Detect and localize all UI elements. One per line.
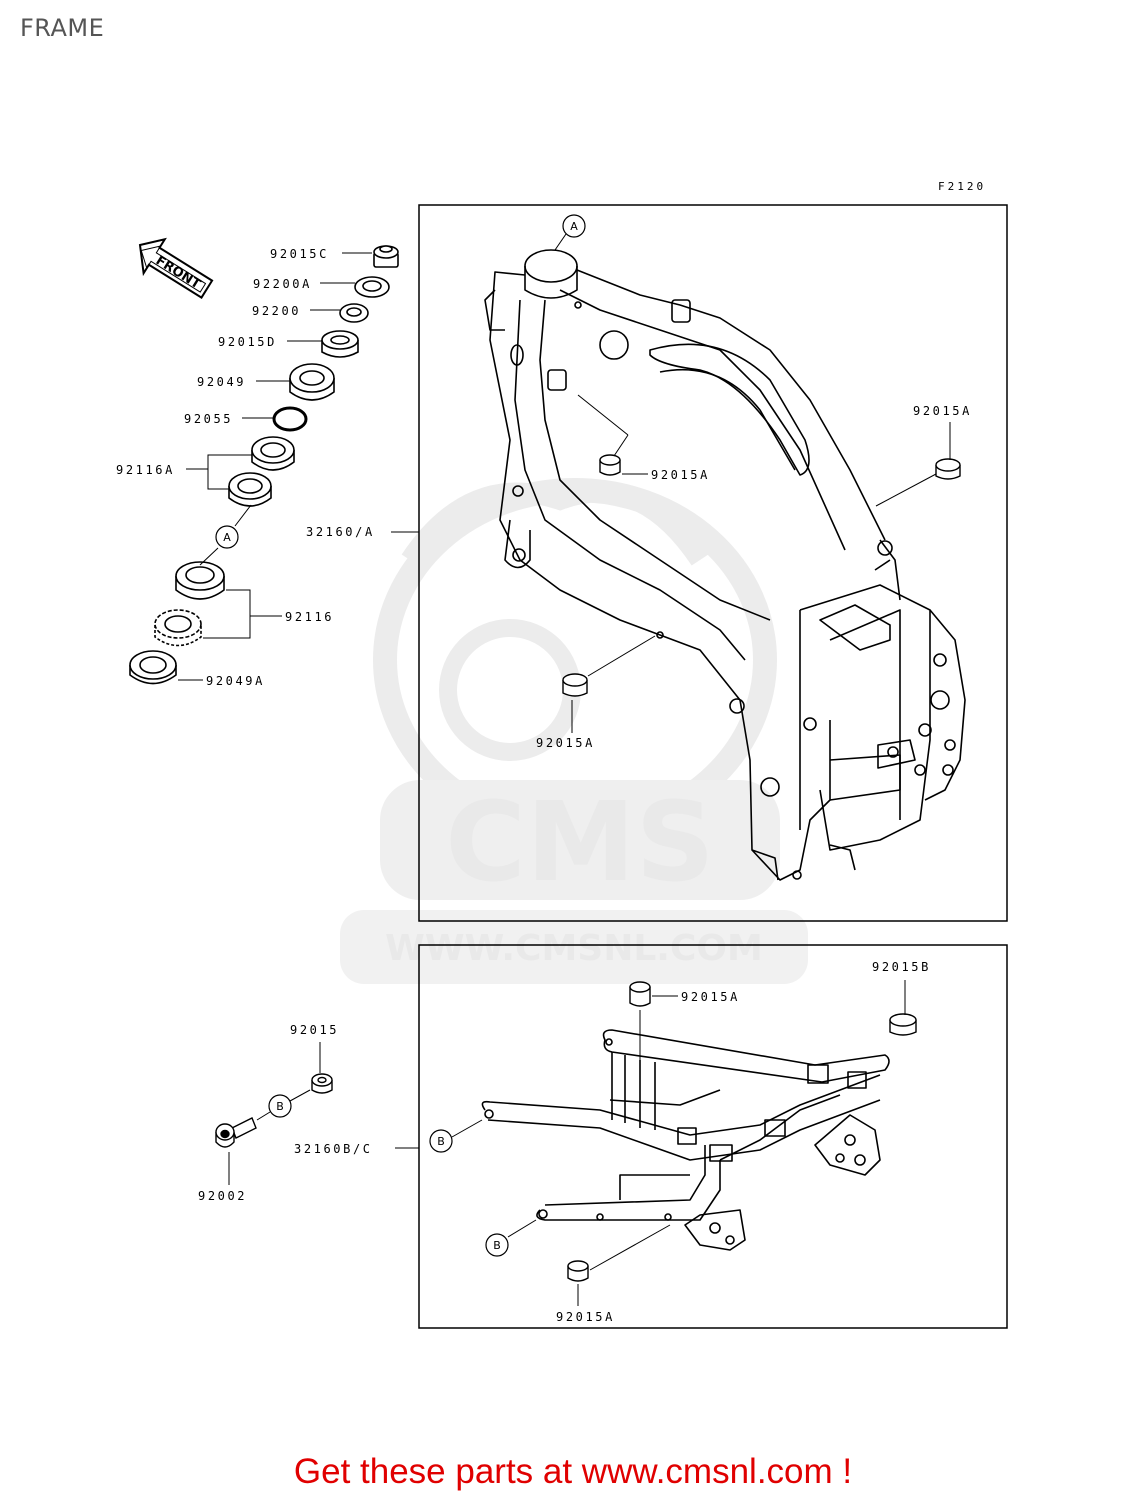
oil-seal-92049: [289, 363, 335, 401]
main-frame-box: [418, 204, 1008, 922]
part-label-92015c: 92015C: [270, 247, 329, 261]
part-label-92049: 92049: [197, 375, 246, 389]
part-label-32160bc: 32160B/C: [294, 1142, 373, 1156]
ref-b-label-subframe-upper: B: [437, 1135, 445, 1148]
tapered-roller-bearing-92116: [154, 609, 202, 647]
bushing-92015a-subframe-top: [629, 981, 651, 1007]
part-label-92049a: 92049A: [206, 674, 265, 688]
ref-b-marker-subframe-lower: [485, 1233, 509, 1257]
cta-link[interactable]: Get these parts at www.cmsnl.com !: [293, 1452, 853, 1491]
stem-nut-92015d: [321, 330, 359, 358]
bushing-92015a-subframe-bottom: [567, 1260, 589, 1282]
ref-a-label-stack: A: [223, 531, 231, 544]
o-ring-92055: [272, 406, 308, 432]
part-label-92116: 92116: [285, 610, 334, 624]
main-frame-drawing: [484, 249, 966, 881]
ref-b-label-bolt: B: [276, 1100, 284, 1113]
part-label-32160a: 32160/A: [306, 525, 375, 539]
part-label-92015d: 92015D: [218, 335, 277, 349]
bushing-92015a-frame-top: [599, 454, 621, 476]
bushing-92015b-subframe: [889, 1013, 917, 1036]
bushing-92015a-frame-right: [935, 458, 961, 480]
ref-a-marker-frame: [562, 214, 586, 238]
dust-seal-92049a: [129, 650, 177, 685]
part-label-92055: 92055: [184, 412, 233, 426]
part-label-92002: 92002: [198, 1189, 247, 1203]
watermark-url-text: WWW.CMSNL.COM: [385, 928, 763, 969]
part-label-92116a: 92116A: [116, 463, 175, 477]
washer-92200a: [354, 276, 390, 298]
ref-a-label-frame: A: [570, 220, 578, 233]
part-label-92015: 92015: [290, 1023, 339, 1037]
bearing-92116a-upper: [251, 436, 295, 471]
part-label-92200: 92200: [252, 304, 301, 318]
part-label-92015a-frame-bottom: 92015A: [536, 736, 595, 750]
ref-b-label-subframe-lower: B: [493, 1239, 501, 1252]
part-label-92015b: 92015B: [872, 960, 931, 974]
part-label-92015a-frame-top: 92015A: [651, 468, 710, 482]
part-label-92015a-frame-right: 92015A: [913, 404, 972, 418]
nut-92015: [311, 1073, 333, 1094]
ref-b-marker-subframe-upper: [429, 1129, 453, 1153]
bearing-92116a-lower: [228, 472, 272, 507]
bushing-92015a-frame-bottom: [562, 673, 588, 697]
ref-b-marker-bolt: [268, 1094, 292, 1118]
diagram-code: F2120: [938, 180, 986, 193]
steering-stem-nut: [373, 245, 399, 268]
page-title: FRAME: [20, 14, 105, 42]
cmsnl-watermark: CMS WWW.CMSNL.COM: [340, 478, 808, 984]
watermark-logo-text: CMS: [445, 778, 714, 906]
bearing-race-92116: [175, 561, 225, 600]
part-label-92015a-subframe-bottom: 92015A: [556, 1310, 615, 1324]
subframe-box: [418, 944, 1008, 1329]
part-label-92015a-subframe-top: 92015A: [681, 990, 740, 1004]
subframe-drawing: [481, 1029, 890, 1251]
front-arrow-icon: FRONT: [138, 237, 214, 299]
bolt-92002: [215, 1117, 257, 1148]
washer-92200: [339, 303, 369, 323]
part-label-92200a: 92200A: [253, 277, 312, 291]
ref-a-marker-stack: [215, 525, 239, 549]
